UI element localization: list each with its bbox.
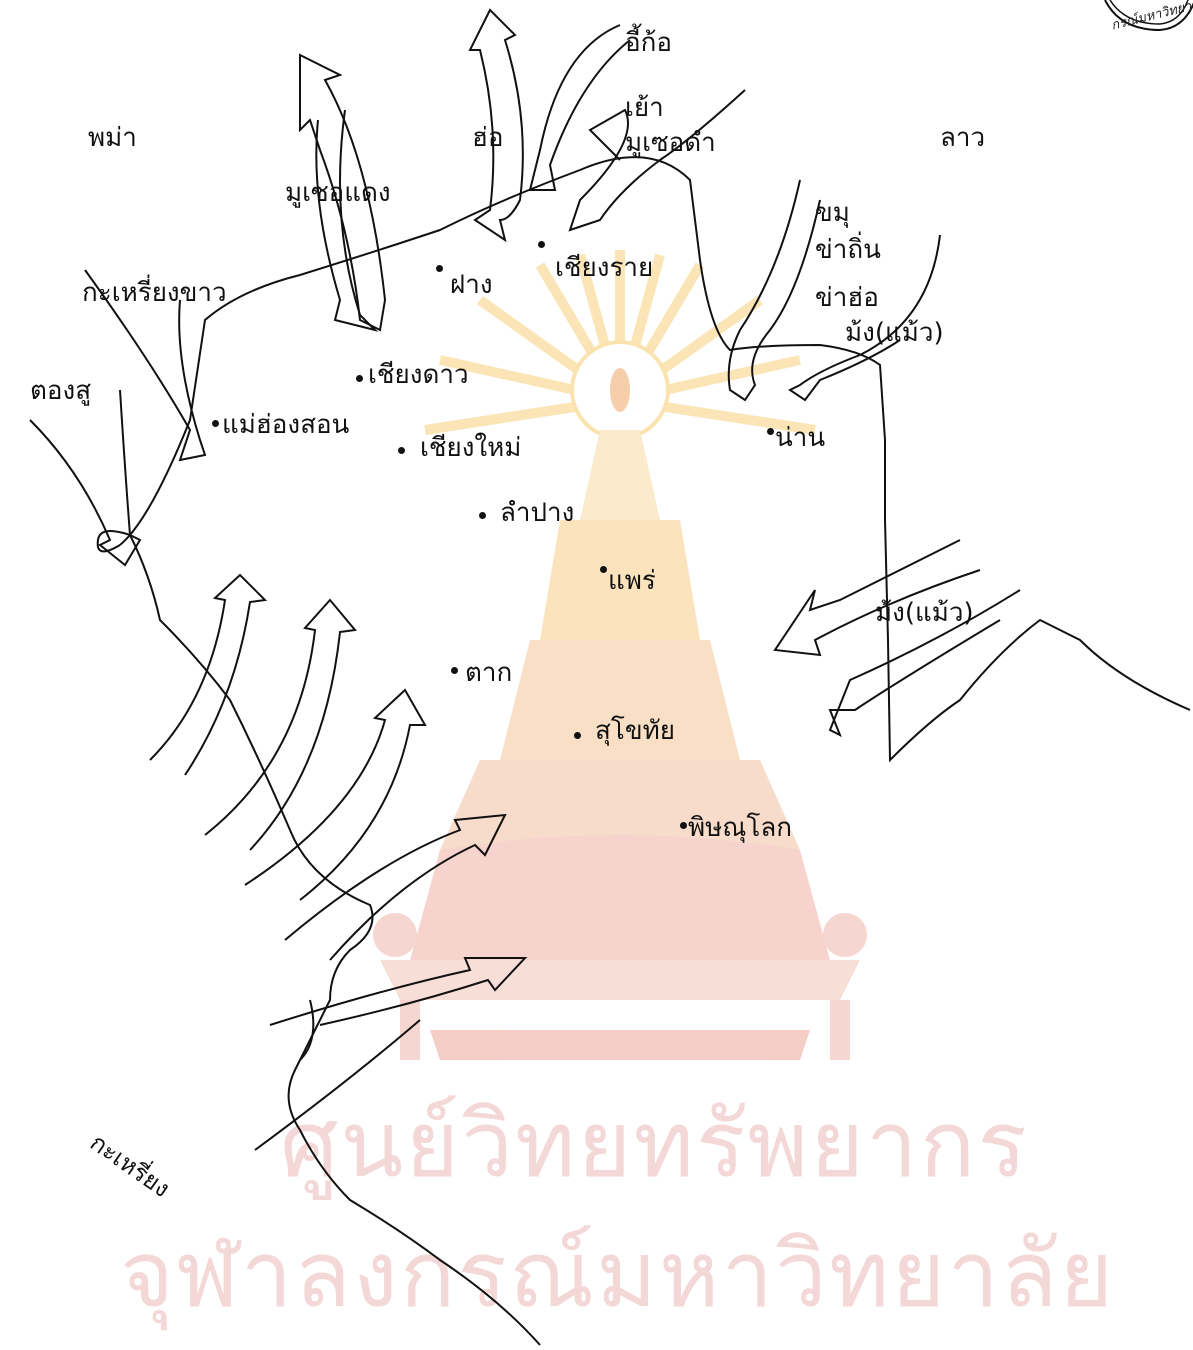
arrow-tongsu <box>29 389 142 567</box>
city-phrae: แพร่ <box>608 566 656 596</box>
city-tak: ตาก <box>465 658 513 688</box>
city-dot-phitsanulok <box>680 822 687 829</box>
seal-stamp <box>1104 0 1193 32</box>
city-phitsanulok: พิษณุโลก <box>688 813 793 843</box>
arrow-hmong-east-b <box>828 589 1021 738</box>
city-dot-phrae <box>600 566 607 573</box>
city-mae-hong-son: แม่ฮ่องสอน <box>222 410 350 440</box>
arrow-ikaw <box>528 24 631 191</box>
city-dot-sukhothai <box>574 732 581 739</box>
group-ikaw: อี้ก้อ <box>625 28 672 58</box>
watermark-line-1: ศูนย์วิทยทรัพยากร <box>280 1091 1029 1198</box>
group-hmong-east: ม้ง(แม้ว) <box>875 598 974 628</box>
group-ho: ฮ่อ <box>472 123 504 153</box>
city-lampang: ลำปาง <box>500 498 575 528</box>
group-lahu-black: มูเซอดำ <box>625 128 716 158</box>
city-dot-lampang <box>479 512 486 519</box>
group-khmu: ขมุ <box>815 198 850 228</box>
group-yao: เย้า <box>625 93 664 123</box>
arrow-lahu-red-b <box>315 109 379 332</box>
group-hmong-north: ม้ง(แม้ว) <box>845 318 944 348</box>
country-laos: ลาว <box>940 123 986 153</box>
arrow-lahu-red <box>299 53 387 332</box>
city-dot-chiang-rai <box>538 241 545 248</box>
group-tongsu: ตองสู <box>30 376 92 406</box>
city-dot-chiang-mai <box>398 447 405 454</box>
arrow-hmong <box>788 234 941 402</box>
arrow-sw-1 <box>149 573 268 776</box>
arrow-yao <box>568 89 746 232</box>
city-chiang-mai: เชียงใหม่ <box>420 433 522 463</box>
border-line-west <box>96 530 541 1346</box>
watermark-line-2: จุฬาลงกรณ์มหาวิทยาลัย <box>120 1221 1116 1328</box>
border-line-inner <box>299 999 315 1061</box>
country-burma: พม่า <box>88 123 137 153</box>
city-chiang-dao: เชียงดาว <box>368 360 469 390</box>
arrow-karen-white <box>84 269 207 462</box>
group-kha-ho: ข่าฮ่อ <box>815 283 879 313</box>
arrow-sw-5 <box>269 957 528 1026</box>
arrow-sw-6 <box>254 1019 421 1151</box>
city-dot-fang <box>436 265 443 272</box>
city-dot-tak <box>451 667 458 674</box>
city-dot-nan <box>767 428 774 435</box>
arrow-sw-4 <box>284 813 507 961</box>
arrow-sw-2 <box>204 598 357 851</box>
city-fang: ฝาง <box>450 270 493 300</box>
city-dot-chiang-dao <box>356 375 363 382</box>
group-karen-white: กะเหรี่ยงขาว <box>82 278 227 308</box>
city-chiang-rai: เชียงราย <box>555 253 654 283</box>
group-tin: ข่าถิ่น <box>815 235 881 265</box>
border-line <box>119 156 1191 763</box>
city-nan: น่าน <box>775 423 826 453</box>
city-dot-mae-hong-son <box>212 420 219 427</box>
arrow-hmong-east <box>773 539 981 657</box>
group-lahu-red: มูเซอแดง <box>285 178 391 208</box>
city-sukhothai: สุโขทัย <box>595 716 675 746</box>
arrow-sw-3 <box>244 688 427 901</box>
arrow-khmu <box>727 179 821 402</box>
arrow-ho <box>468 8 524 243</box>
